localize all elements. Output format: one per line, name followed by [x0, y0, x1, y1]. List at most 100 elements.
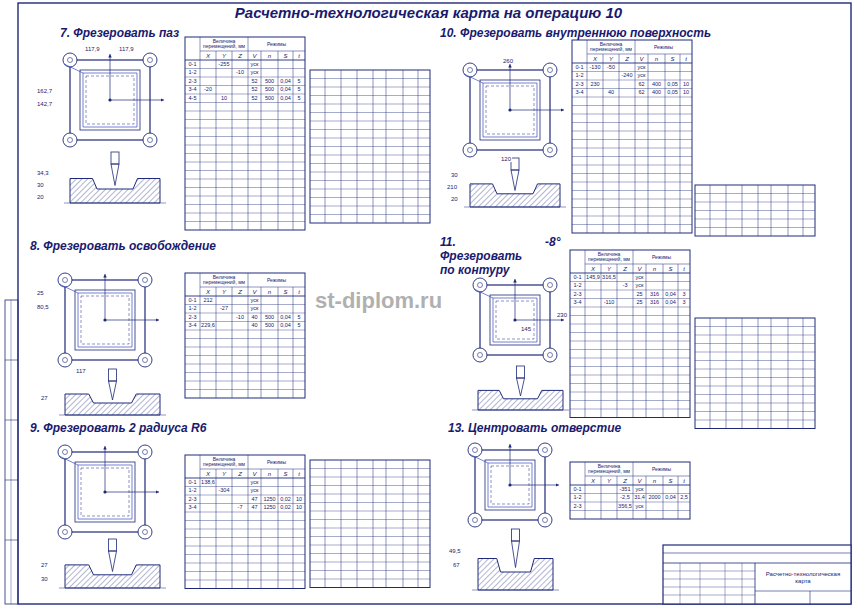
table-cell-box: 0,04: [278, 86, 293, 95]
table-cell-box: 138,6: [200, 478, 216, 487]
dimension-value: 230: [557, 312, 567, 318]
clamp-hole: [148, 58, 153, 63]
table-cell: 52: [251, 79, 257, 85]
column-letter-box: V: [635, 54, 648, 63]
table-rule: [310, 502, 430, 503]
table-cell-box: 40: [248, 313, 261, 322]
dimension-value-box: 142,7: [36, 101, 53, 107]
dimension-value-box: 27: [40, 395, 49, 401]
dimension-value: 20: [451, 196, 458, 202]
step-heading-box: 8. Фрезеровать освобождение: [30, 240, 216, 254]
table-cell-box: 2-3: [185, 313, 200, 322]
column-letter-box: Y: [603, 54, 619, 63]
table-cell-box: 25: [633, 290, 646, 299]
table-cell-box: 5: [293, 94, 305, 103]
table-cell-box: уск: [633, 273, 646, 282]
table-rule: [248, 273, 249, 398]
table-cell-box: 5: [293, 86, 305, 95]
table-cell-box: 500: [261, 313, 278, 322]
step-heading: 10. Фрезеровать внутреннюю поверхность: [440, 27, 711, 41]
clamp-hole: [478, 353, 483, 358]
column-letter: S: [283, 289, 287, 295]
part-plan: [463, 63, 564, 157]
column-letter-box: Y: [216, 287, 232, 296]
part-plan: [63, 53, 164, 147]
table-cell: 2-3: [574, 292, 582, 298]
table-rule: [572, 114, 692, 115]
table-cell-box: 3-4: [570, 299, 585, 308]
stamp-line: [663, 587, 755, 588]
table-cell: -304: [218, 488, 229, 494]
strip-line: [5, 540, 18, 541]
table-rule: [601, 264, 602, 418]
table-cell: 1250: [263, 497, 275, 503]
table-header-box: Величина перемещений, мм: [587, 40, 635, 54]
table-rule: [185, 153, 305, 154]
table-rule: [185, 529, 305, 530]
axis-y: [515, 279, 516, 320]
table-cell-box: 2-3: [185, 495, 200, 504]
column-letter: S: [283, 471, 287, 477]
table-cell: -7: [238, 505, 243, 511]
table-cell-box: -130: [587, 63, 603, 72]
table-header-box: Величина перемещений, мм: [200, 455, 248, 469]
table-cell: уск: [636, 487, 644, 493]
table-rule: [185, 571, 305, 572]
cutter-tip: [109, 551, 117, 572]
column-letter-box: n: [646, 264, 663, 273]
clamp-hole: [473, 448, 478, 453]
column-letter: X: [206, 53, 210, 59]
table-cell: уск: [251, 480, 259, 486]
column-letter: t: [683, 478, 685, 484]
table-rule: [261, 51, 262, 230]
table-header-box: Величина перемещений, мм: [585, 462, 633, 476]
table-cell: 0,04: [280, 96, 291, 102]
table-cell: 5: [297, 96, 300, 102]
table-rule: [185, 330, 305, 331]
table-cell-box: 47: [248, 495, 261, 504]
table-rule: [232, 287, 233, 398]
axis-x: [105, 492, 159, 493]
step-heading: 9. Фрезеровать 2 радиуса R6: [30, 422, 206, 436]
stamp-line: [663, 571, 755, 572]
table-rule: [185, 128, 305, 129]
table-rule: [418, 460, 419, 588]
column-letter-box: Z: [232, 287, 248, 296]
table-cell-box: 2-3: [570, 502, 585, 511]
dimension-value-box: 27: [40, 562, 49, 568]
table-rule: [695, 352, 815, 353]
table-cell: 2,5: [680, 495, 688, 501]
table-cell: 0-1: [574, 487, 582, 493]
table-cell-box: 0,02: [278, 495, 293, 504]
table-rule: [261, 287, 262, 398]
column-letter: V: [637, 266, 641, 272]
table-cell-box: 5: [293, 77, 305, 86]
table-rule: [570, 332, 690, 333]
table-rule: [185, 580, 305, 581]
column-letter-box: t: [678, 476, 690, 485]
cutter-shank: [109, 539, 117, 551]
dimension-value: 80,5: [37, 304, 49, 310]
table-cell-box: 4-5: [185, 94, 200, 103]
column-letter: n: [653, 266, 656, 272]
clamp-symbol: [138, 445, 152, 459]
table-cell: 40: [608, 90, 614, 96]
table-cell-box: 10: [293, 495, 305, 504]
table-rule: [310, 536, 430, 537]
table-cell: 2-3: [189, 497, 197, 503]
part-plan: [58, 273, 159, 367]
table-rule: [617, 476, 618, 519]
table-rule: [310, 570, 430, 571]
table-cell-box: 212: [200, 296, 216, 305]
column-letter-box: S: [665, 54, 680, 63]
axis-y: [510, 444, 511, 485]
table-cell: 356,5: [618, 504, 632, 510]
table-cell-box: уск: [248, 305, 261, 314]
table-rule: [570, 392, 690, 393]
table-rule: [386, 460, 387, 588]
table-cell: 230: [590, 82, 599, 88]
section-body: [478, 390, 563, 410]
table-rule: [216, 287, 217, 398]
dimension-value: 142,7: [37, 101, 52, 107]
column-letter-box: S: [663, 264, 678, 273]
